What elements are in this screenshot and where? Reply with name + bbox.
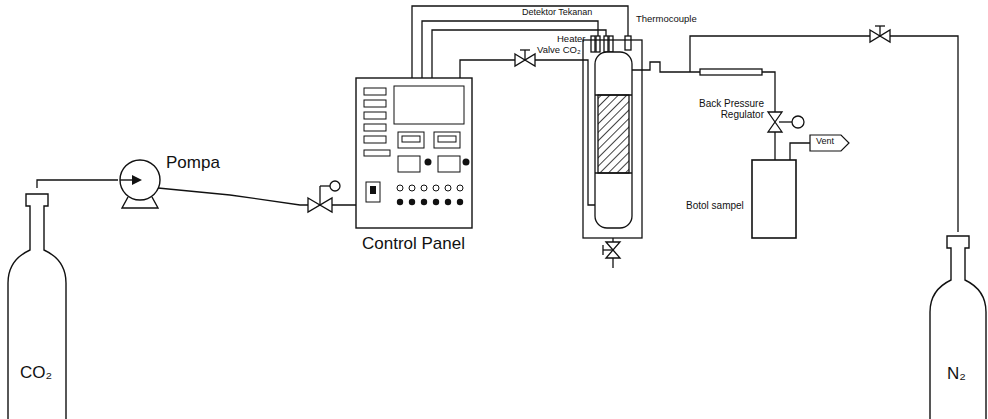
pipe-line (37, 180, 118, 188)
gas-cylinder-outline (8, 188, 66, 419)
pipe-line (230, 195, 356, 205)
control-panel: Control Panel (356, 78, 472, 258)
outlet-line (632, 62, 804, 160)
part-label-wrap: Valve CO₂ (537, 45, 581, 55)
node-label: Vent (816, 137, 834, 147)
part-label: Thermocouple (636, 14, 697, 24)
part-label-wrap: Thermocouple (636, 14, 697, 24)
node-label: Control Panel (362, 235, 465, 254)
pump-symbol: Pompa (118, 150, 230, 210)
node-label: CO₂ (20, 364, 52, 383)
part-label: Heater (557, 34, 586, 44)
node-label: N₂ (947, 365, 966, 384)
control-panel-outline (356, 78, 472, 258)
part-label: Back Pressure Regulator (690, 98, 764, 120)
part-label: Valve CO₂ (537, 45, 581, 55)
gas-cylinder-outline (930, 232, 986, 419)
pipe-line (790, 143, 810, 160)
co2-feed-line (460, 50, 596, 205)
node-label: Botol sampel (686, 200, 744, 211)
gas-cylinder: N₂ (930, 232, 986, 419)
sample-bottle: Botol sampel (686, 160, 798, 240)
part-label-wrap: Back Pressure Regulator (690, 98, 764, 120)
part-label-wrap: Heater (557, 34, 586, 44)
vent-arrow: Vent (810, 135, 849, 151)
inlet-valve (308, 181, 340, 212)
node-label: Pompa (166, 154, 220, 173)
reactor-vessel (583, 40, 642, 268)
gas-cylinder: CO₂ (8, 188, 66, 419)
part-label-wrap: Detektor Tekanan (522, 8, 592, 18)
part-label: Detektor Tekanan (522, 8, 592, 18)
